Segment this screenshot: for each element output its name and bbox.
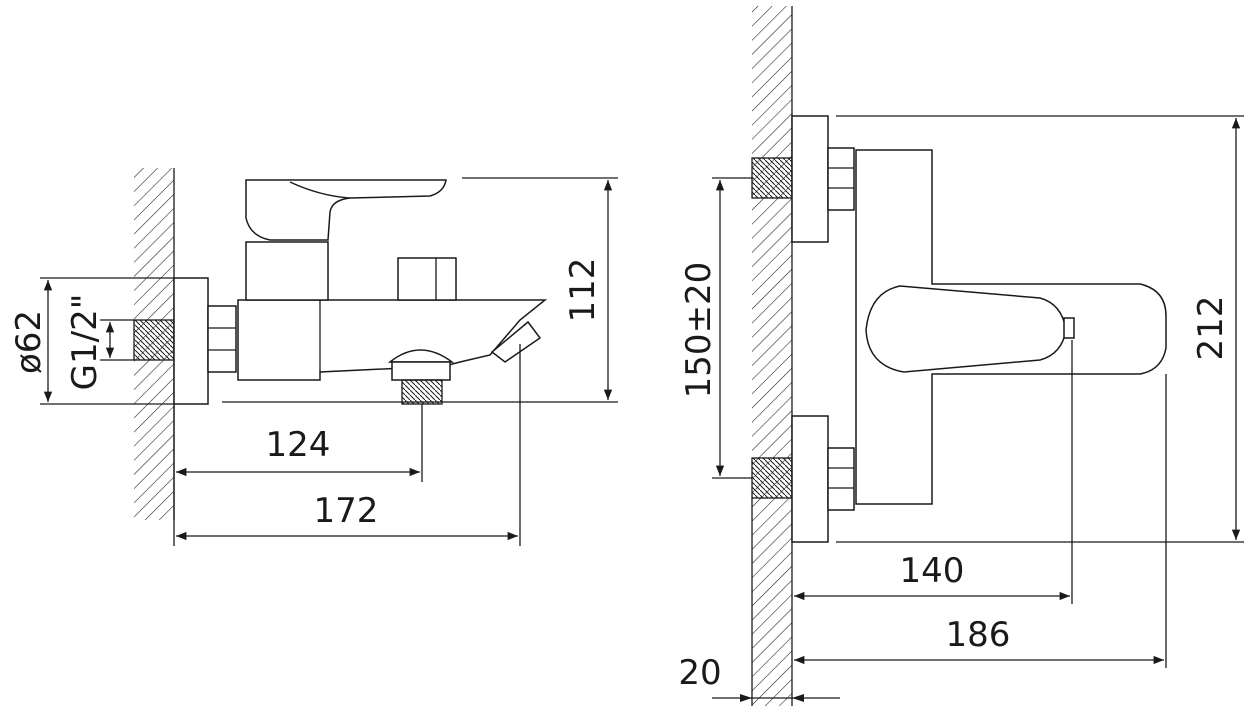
shower-outlet-nut bbox=[391, 361, 451, 381]
inlet-thread bbox=[133, 319, 175, 361]
dim-label-20: 20 bbox=[678, 653, 721, 693]
upper-escutcheon bbox=[791, 115, 829, 243]
front-view: 212 150±20 140 186 20 bbox=[678, 6, 1244, 706]
mixer-body bbox=[237, 299, 548, 381]
dim-label-112: 112 bbox=[563, 258, 603, 323]
escutcheon bbox=[173, 277, 209, 405]
cartridge-body bbox=[245, 241, 329, 301]
lever-handle-front bbox=[865, 285, 1067, 373]
nut bbox=[207, 305, 237, 373]
wall-hatch-right bbox=[752, 6, 793, 706]
lever-tip bbox=[1063, 317, 1075, 339]
upper-nut bbox=[827, 147, 855, 211]
side-view: 112 ø62 G1/2" 124 172 bbox=[9, 168, 618, 546]
lever-handle bbox=[245, 179, 447, 241]
dim-label-124: 124 bbox=[266, 425, 331, 465]
shower-outlet-cap bbox=[387, 349, 455, 363]
dim-label-186: 186 bbox=[946, 615, 1011, 655]
dim-label-212: 212 bbox=[1191, 296, 1231, 361]
lower-nut bbox=[827, 447, 855, 511]
dim-label-diameter: ø62 bbox=[9, 310, 49, 374]
shower-outlet-thread bbox=[401, 379, 443, 405]
lower-escutcheon bbox=[791, 415, 829, 543]
upper-inlet-thread bbox=[751, 157, 793, 199]
dim-label-172: 172 bbox=[314, 491, 379, 531]
spout-aerator bbox=[490, 320, 542, 363]
dim-label-thread: G1/2" bbox=[65, 294, 105, 391]
dim-label-140: 140 bbox=[900, 551, 965, 591]
lower-inlet-thread bbox=[751, 457, 793, 499]
diverter-knob bbox=[397, 257, 457, 301]
dim-label-150: 150±20 bbox=[679, 262, 719, 399]
